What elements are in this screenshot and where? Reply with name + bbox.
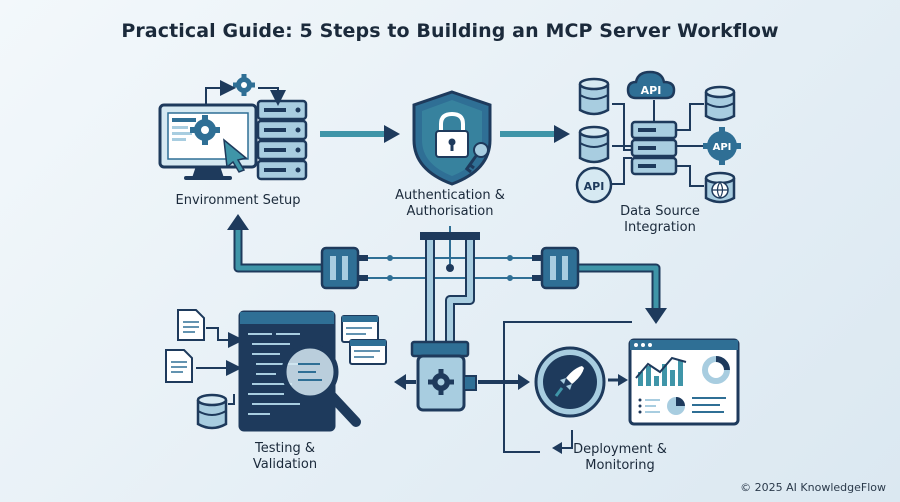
database-icon-mid-left bbox=[578, 125, 610, 164]
cloud-api-text: API bbox=[641, 84, 662, 97]
api-badge-right-text: API bbox=[713, 142, 732, 153]
magnifier-icon bbox=[281, 343, 361, 427]
small-window-icon-top bbox=[341, 315, 379, 343]
label-environment-setup: Environment Setup bbox=[175, 193, 301, 208]
data-source-illustration: API API API bbox=[575, 70, 741, 204]
label-data-source-line2: Integration bbox=[624, 220, 696, 235]
right-plug-connector bbox=[532, 246, 580, 290]
testing-illustration bbox=[165, 309, 387, 432]
arrow-env-to-auth-head bbox=[384, 125, 400, 143]
central-hub-icon bbox=[410, 340, 477, 412]
database-icon-top-left bbox=[578, 77, 610, 116]
database-icon-testing bbox=[196, 393, 228, 430]
dashboard-pie-chart bbox=[667, 397, 685, 415]
label-testing-line2: Validation bbox=[252, 457, 318, 472]
label-testing-line1: Testing & bbox=[255, 441, 315, 456]
document-icon-top bbox=[177, 309, 205, 341]
api-gear-badge-right: API bbox=[703, 127, 741, 165]
label-deployment-line1: Deployment & bbox=[573, 442, 667, 457]
hub-gear-icon bbox=[428, 369, 454, 395]
small-window-icon-bottom bbox=[349, 339, 387, 365]
api-badge-left-text: API bbox=[584, 180, 605, 193]
gear-to-server-arrow bbox=[258, 87, 286, 106]
api-badge-left: API bbox=[575, 166, 613, 204]
label-deployment-line2: Monitoring bbox=[585, 458, 655, 473]
dashboard-bar-chart bbox=[638, 360, 683, 386]
page-title: Practical Guide: 5 Steps to Building an … bbox=[121, 20, 779, 42]
label-authentication-line1: Authentication & bbox=[395, 188, 505, 203]
gear-icon bbox=[190, 115, 220, 145]
database-icon-top-right bbox=[704, 85, 736, 122]
environment-setup-illustration bbox=[158, 74, 308, 181]
label-authentication-line2: Authorisation bbox=[406, 204, 494, 219]
deployment-illustration bbox=[503, 321, 740, 454]
central-server-icon bbox=[630, 120, 678, 176]
central-pipes bbox=[420, 232, 480, 344]
cloud-api-icon: API bbox=[626, 70, 676, 100]
document-icon-mid bbox=[165, 349, 193, 383]
padlock-icon bbox=[435, 111, 469, 158]
hub-connections bbox=[227, 214, 667, 324]
small-gear-icon bbox=[233, 74, 255, 96]
rocket-icon bbox=[534, 346, 606, 418]
monitoring-dashboard-icon bbox=[628, 338, 740, 426]
dashboard-donut-chart bbox=[702, 356, 730, 384]
gear-loop-arrow bbox=[205, 80, 236, 104]
database-globe-icon bbox=[704, 171, 736, 204]
key-icon bbox=[464, 142, 489, 174]
server-stack-icon bbox=[256, 99, 308, 181]
arrow-auth-to-data-head bbox=[554, 125, 570, 143]
deployment-loop-line bbox=[503, 321, 632, 453]
copyright-notice: © 2025 AI KnowledgeFlow bbox=[740, 481, 886, 494]
cursor-icon bbox=[223, 138, 248, 173]
left-plug-connector bbox=[320, 246, 368, 290]
authentication-illustration bbox=[412, 90, 492, 186]
label-data-source-line1: Data Source bbox=[620, 204, 700, 219]
data-connectors bbox=[612, 100, 704, 187]
